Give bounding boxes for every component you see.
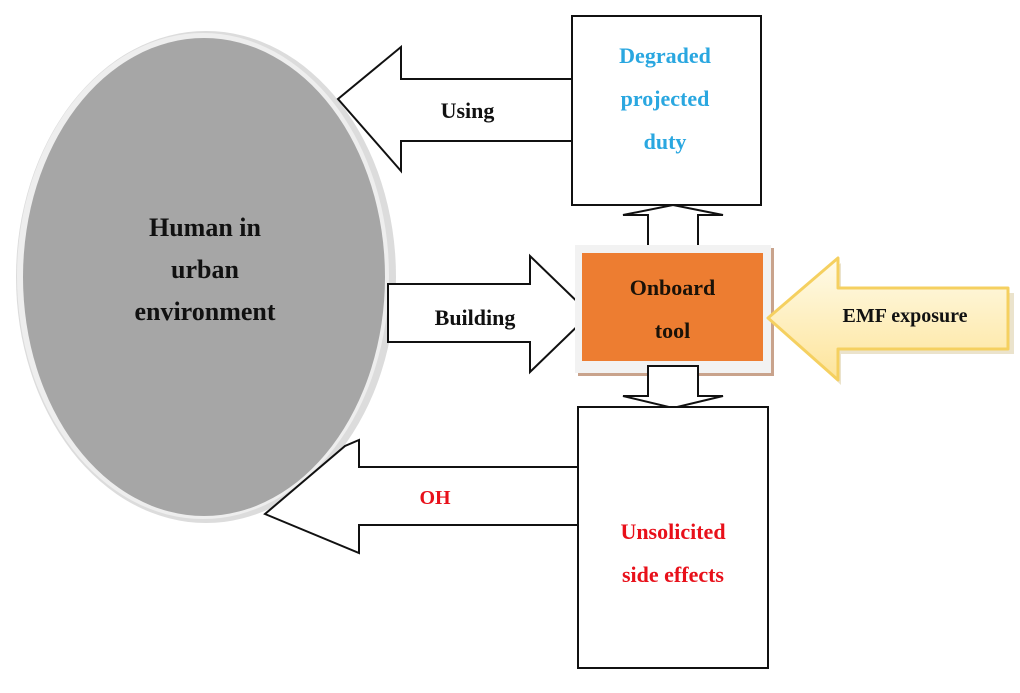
- human-node-body: [23, 38, 385, 516]
- human-label-line: environment: [134, 297, 276, 326]
- down-arrow: [622, 365, 724, 410]
- using-arrow-label: Using: [440, 98, 495, 123]
- unsolicited-effects-label: Unsolicited side effects: [583, 510, 763, 596]
- degraded-duty-box: [571, 15, 762, 206]
- up-arrow: [622, 203, 724, 249]
- human-label-line: urban: [171, 255, 239, 284]
- degraded-label-line: duty: [643, 129, 687, 154]
- oh-arrow: [263, 438, 579, 555]
- onboard-tool-node: [575, 245, 774, 376]
- human-label-line: Human in: [149, 213, 261, 242]
- unsolicited-effects-box: [577, 406, 769, 669]
- onboard-tool-body: [582, 253, 763, 361]
- emf-arrow: [766, 256, 1014, 385]
- human-node-label: Human in urban environment: [100, 207, 310, 333]
- using-arrow: [336, 44, 573, 174]
- onboard-label-line: tool: [654, 318, 691, 343]
- onboard-label-line: Onboard: [629, 275, 716, 300]
- unsolicited-label-line: side effects: [621, 562, 724, 587]
- degraded-label-line: Degraded: [619, 43, 711, 68]
- emf-exposure-label: EMF exposure: [842, 305, 968, 327]
- unsolicited-label-line: Unsolicited: [620, 519, 726, 544]
- building-arrow-label: Building: [434, 305, 516, 330]
- building-arrow: [387, 253, 592, 375]
- emf-arrow-body: [766, 256, 1010, 382]
- onboard-tool-label: Onboard tool: [590, 266, 755, 352]
- human-node: [16, 31, 396, 523]
- degraded-duty-label: Degraded projected duty: [580, 34, 750, 163]
- degraded-label-line: projected: [620, 86, 710, 111]
- oh-arrow-label: OH: [419, 487, 451, 509]
